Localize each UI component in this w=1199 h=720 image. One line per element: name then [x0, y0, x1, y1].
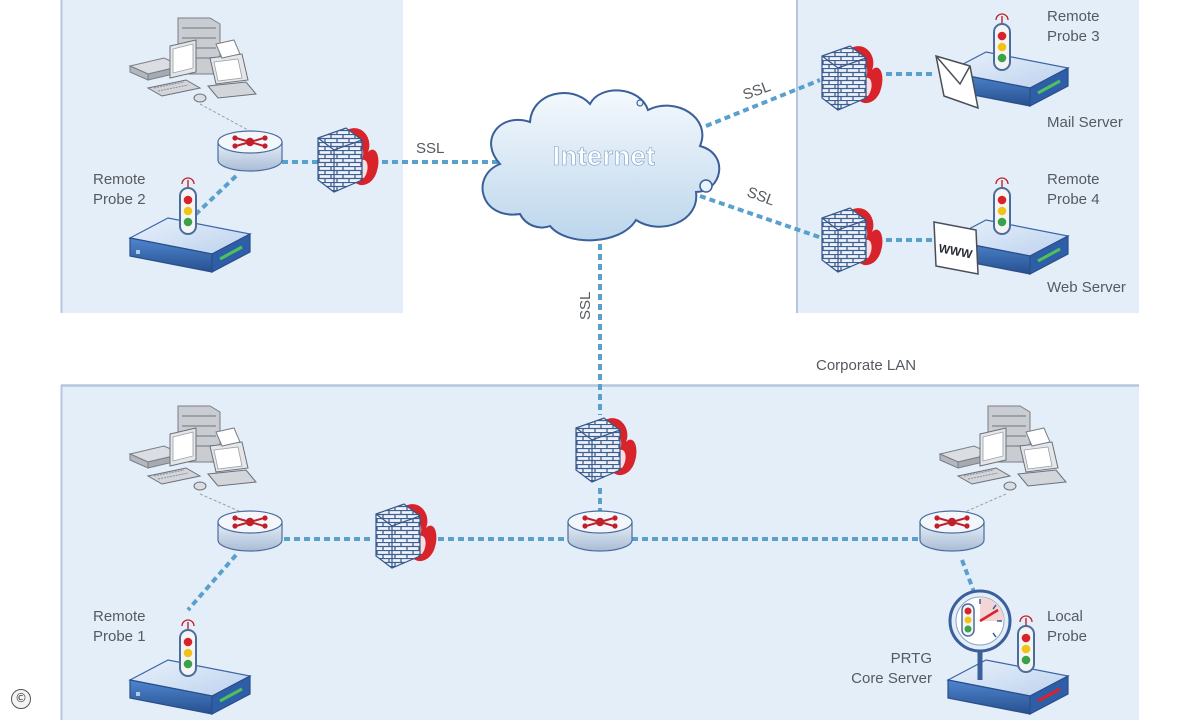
internet-cloud: Internet [481, 89, 721, 242]
ssl-label-core: SSL [577, 292, 594, 320]
www-sign-icon: WWW [933, 221, 979, 275]
ssl-label-probe-2: SSL [416, 140, 444, 157]
copyright-icon: © [11, 689, 31, 709]
prtg-gauge-icon [948, 589, 1012, 680]
label-remote-probe-2: Remote Probe 2 [93, 171, 146, 208]
router-lan-right [919, 510, 985, 552]
router-site-2 [217, 130, 283, 172]
label-remote-probe-3: Remote Probe 3 [1047, 8, 1100, 45]
router-lan-center [567, 510, 633, 552]
mail-envelope-icon [935, 54, 979, 110]
ssl-label-probe-3: SSL [741, 78, 773, 104]
label-remote-probe-1: Remote Probe 1 [93, 608, 146, 645]
router-lan-left [217, 510, 283, 552]
label-corporate-lan: Corporate LAN [816, 357, 917, 374]
www-sign-text: WWW [937, 241, 974, 261]
label-web-server: Web Server [1047, 279, 1126, 296]
label-local-probe: Local Probe [1047, 608, 1088, 645]
internet-label: Internet [552, 141, 655, 171]
label-remote-probe-4: Remote Probe 4 [1047, 171, 1100, 208]
network-links [186, 72, 976, 612]
label-prtg-core-server: PRTG Core Server [851, 650, 932, 687]
label-mail-server: Mail Server [1047, 114, 1123, 131]
ssl-label-probe-4: SSL [745, 184, 777, 210]
